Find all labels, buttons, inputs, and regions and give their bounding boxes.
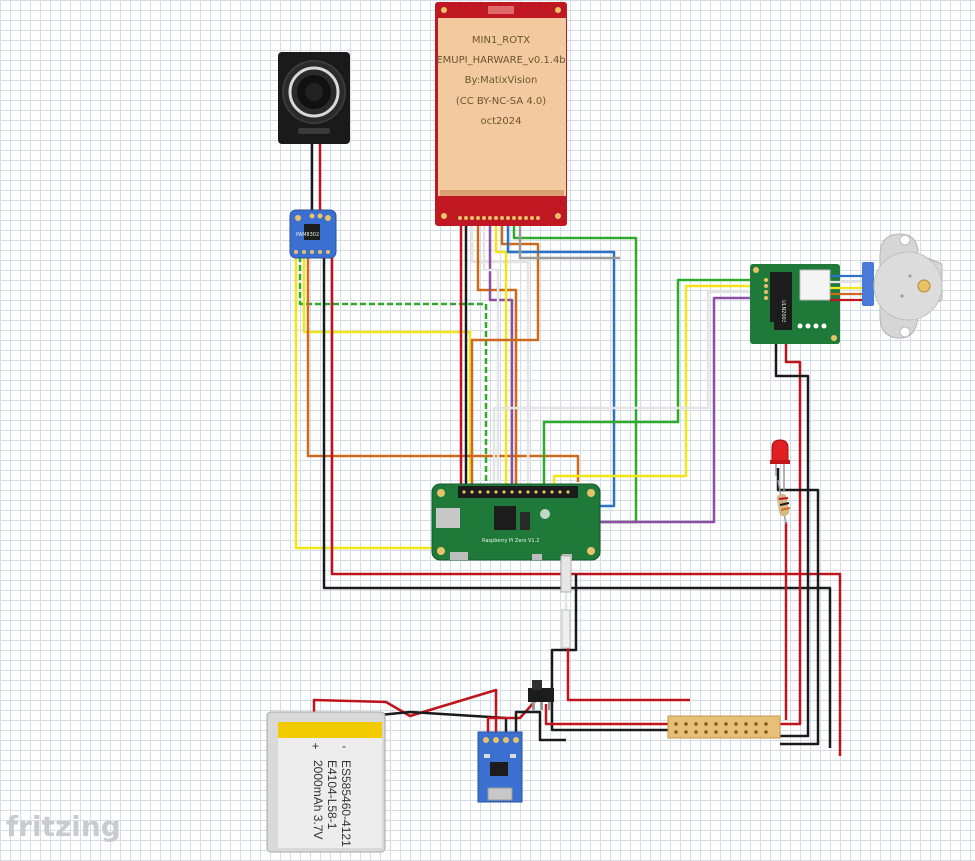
wire-charger-black-2	[514, 710, 566, 742]
wire-amp-red	[330, 256, 842, 756]
wire-lcd-gray	[518, 222, 620, 260]
wire-charger-red-1	[312, 688, 498, 734]
power-distribution-strip	[667, 715, 781, 739]
wire-drv-white	[492, 290, 766, 488]
display-line-2: EMUPI_HARWARE_v0.1.4b	[436, 55, 565, 66]
stepper-driver-board: ULN2003	[750, 264, 840, 344]
raspberry-pi-zero: Raspberry Pi Zero V1.2	[431, 483, 601, 561]
display-line-5: oct2024	[481, 116, 522, 127]
wire-switch-red	[544, 704, 680, 726]
amp-label: PAM8302	[296, 232, 319, 238]
battery-plus: +	[312, 739, 319, 753]
battery-label-line-3: 2000mAh 3.7V	[311, 760, 325, 839]
display-line-1: MIN1_ROTX	[472, 35, 530, 46]
wire-rail-black-long	[550, 574, 772, 732]
wire-drv-green	[542, 278, 766, 488]
red-led	[770, 439, 790, 492]
speaker	[278, 52, 350, 144]
resistor	[776, 479, 791, 525]
battery-charger-board	[477, 731, 523, 803]
stepper-motor	[862, 233, 943, 339]
display-line-3: By:MatixVision	[465, 75, 538, 86]
wires	[294, 144, 842, 756]
wire-drv-black	[774, 330, 810, 738]
wire-lcd-white-2	[482, 222, 500, 488]
audio-amplifier-board: PAM8302	[289, 209, 337, 259]
usb-cable-plug	[560, 555, 572, 649]
wire-drv-yellow	[552, 284, 766, 488]
lcd-display-module: MIN1_ROTX EMUPI_HARWARE_v0.1.4b By:Matix…	[435, 2, 567, 226]
wire-lcd-purple-1	[488, 222, 514, 488]
battery-label-line-2: E4104-L58-1	[325, 760, 339, 830]
battery-label-line-1: ES585460-4121	[339, 760, 353, 847]
wire-amp-yellow-2	[302, 256, 472, 482]
power-switch	[528, 680, 554, 710]
wire-lcd-orange-2	[470, 222, 540, 488]
fritzing-logo: fritzing	[6, 810, 121, 843]
wire-drv-red	[776, 330, 802, 726]
pi-label: Raspberry Pi Zero V1.2	[482, 538, 539, 544]
wire-amp-green-white	[298, 256, 488, 482]
wire-drv-purple	[570, 296, 766, 524]
wire-lcd-blue	[506, 222, 616, 508]
battery-minus: -	[342, 739, 346, 753]
wire-rail-red-usb	[566, 648, 690, 702]
driver-label: ULN2003	[780, 300, 786, 323]
display-line-4: (CC BY-NC-SA 4.0)	[456, 96, 546, 107]
wire-charger-red-2	[486, 699, 537, 734]
wire-lcd-yellow	[494, 222, 508, 488]
motor-cable	[830, 274, 866, 302]
wire-lcd-white-1	[470, 222, 530, 488]
wire-amp-orange	[306, 256, 580, 482]
lipo-battery: + - ES585460-4121 E4104-L58-1 2000mAh 3.…	[266, 711, 386, 853]
